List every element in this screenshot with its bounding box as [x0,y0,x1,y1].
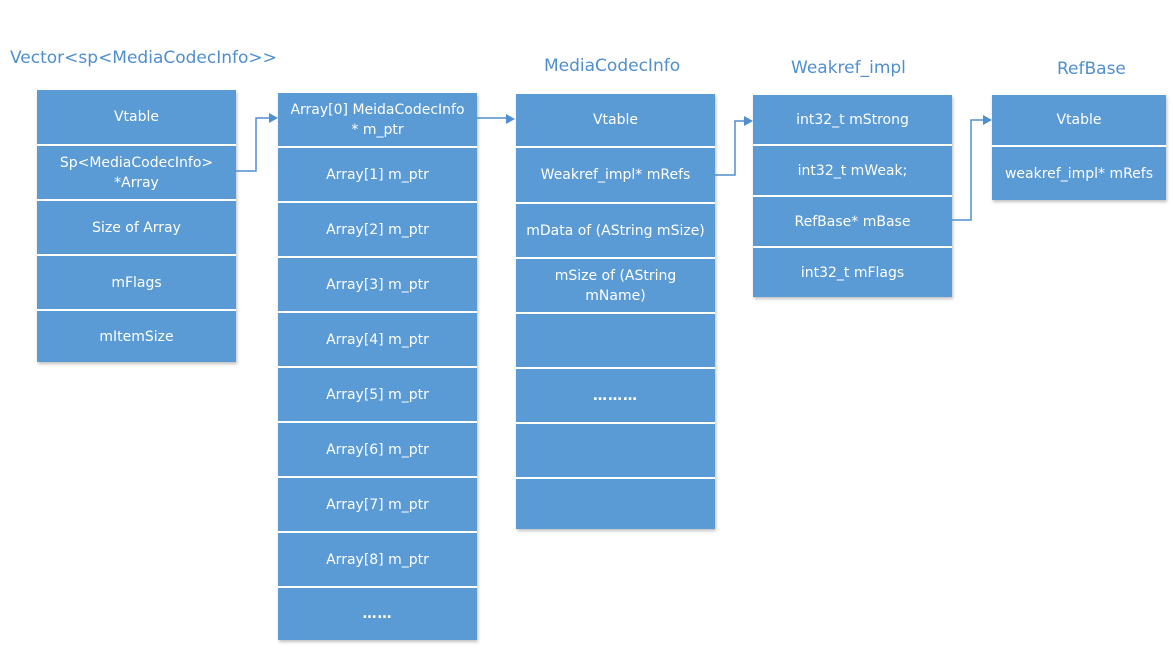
vector-size-cell: Size of Array [37,199,236,254]
refbase-struct: Vtable weakref_impl* mRefs [992,95,1166,200]
pointer-array: Array[0] MeidaCodecInfo * m_ptr Array[1]… [278,93,477,640]
array-element-1: Array[1] m_ptr [278,146,477,201]
vector-array-pointer-cell: Sp<MediaCodecInfo> *Array [37,144,236,199]
array-element-7: Array[7] m_ptr [278,476,477,531]
weakref-mflags-cell: int32_t mFlags [753,246,952,297]
weakref-impl-title: Weakref_impl [791,58,906,78]
weakref-mstrong-cell: int32_t mStrong [753,95,952,144]
vector-title: Vector<sp<MediaCodecInfo>> [10,48,277,68]
mediacodecinfo-title: MediaCodecInfo [544,56,681,76]
connector-vector-to-array [236,113,278,172]
array-element-3: Array[3] m_ptr [278,256,477,311]
weakref-mweak-cell: int32_t mWeak; [753,144,952,195]
connector-mrefs-to-weakref [715,116,753,176]
array-element-6: Array[6] m_ptr [278,421,477,476]
weakref-impl-struct: int32_t mStrong int32_t mWeak; RefBase* … [753,95,952,297]
mediacodecinfo-struct: Vtable Weakref_impl* mRefs mData of (ASt… [516,94,715,529]
refbase-title: RefBase [1057,59,1126,79]
mediacodecinfo-empty-cell-2 [516,422,715,477]
array-element-2: Array[2] m_ptr [278,201,477,256]
mediacodecinfo-ellipsis: ……… [516,367,715,422]
array-element-8: Array[8] m_ptr [278,531,477,586]
array-element-5: Array[5] m_ptr [278,366,477,421]
refbase-vtable-cell: Vtable [992,95,1166,145]
array-element-4: Array[4] m_ptr [278,311,477,366]
connector-array-to-mediacodecinfo [477,114,515,124]
refbase-mrefs-cell: weakref_impl* mRefs [992,145,1166,200]
mediacodecinfo-empty-cell-3 [516,477,715,529]
array-element-0: Array[0] MeidaCodecInfo * m_ptr [278,93,477,146]
vector-vtable-cell: Vtable [37,90,236,144]
vector-mflags-cell: mFlags [37,254,236,309]
mediacodecinfo-vtable-cell: Vtable [516,94,715,146]
mediacodecinfo-empty-cell-1 [516,312,715,367]
vector-struct: Vtable Sp<MediaCodecInfo> *Array Size of… [37,90,236,362]
connector-mbase-to-refbase [952,115,992,221]
mediacodecinfo-mdata-cell: mData of (AString mSize) [516,202,715,257]
weakref-mbase-cell: RefBase* mBase [753,195,952,246]
vector-mitemsize-cell: mItemSize [37,309,236,362]
mediacodecinfo-msize-cell: mSize of (AString mName) [516,257,715,312]
array-ellipsis: …… [278,586,477,640]
mediacodecinfo-mrefs-cell: Weakref_impl* mRefs [516,146,715,202]
